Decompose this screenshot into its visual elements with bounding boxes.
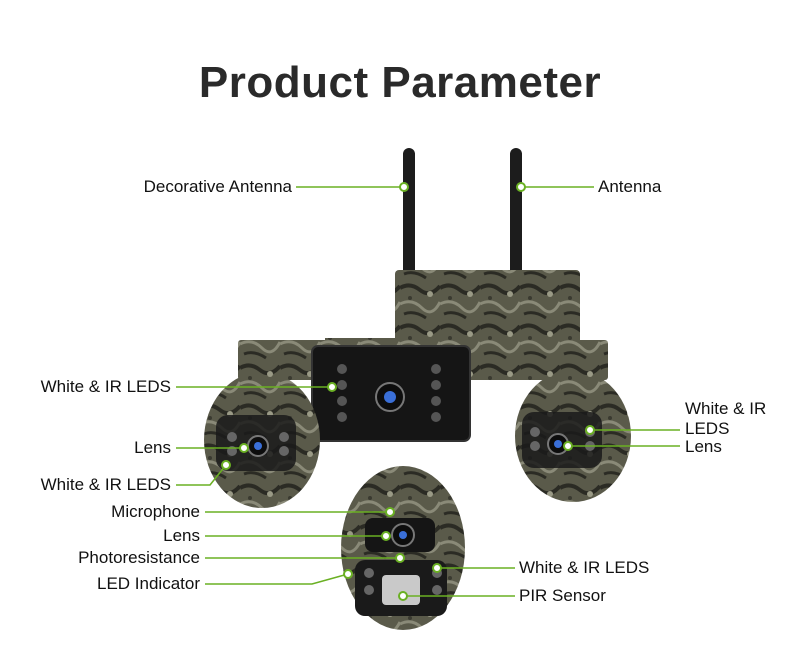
label-white-ir-leds-right-line2: LEDS bbox=[685, 419, 730, 438]
page-title: Product Parameter bbox=[198, 58, 602, 107]
label-microphone: Microphone bbox=[111, 502, 200, 521]
label-white-ir-leds-left-bottom: White & IR LEDS bbox=[40, 475, 171, 494]
right-camera-dome bbox=[515, 370, 631, 502]
label-photoresistance: Photoresistance bbox=[78, 548, 200, 567]
label-antenna: Antenna bbox=[598, 177, 662, 196]
bottom-camera-dome bbox=[341, 466, 465, 630]
label-lens-left: Lens bbox=[134, 438, 171, 457]
callout-lines bbox=[176, 186, 680, 597]
label-led-indicator: LED Indicator bbox=[97, 574, 200, 593]
label-lens-right: Lens bbox=[685, 437, 722, 456]
label-white-ir-leds-bottom: White & IR LEDS bbox=[519, 558, 650, 577]
label-decorative-antenna: Decorative Antenna bbox=[143, 177, 292, 196]
callout-dots bbox=[221, 182, 595, 601]
left-camera-dome bbox=[204, 372, 320, 508]
center-camera-panel bbox=[311, 345, 471, 442]
label-pir-sensor: PIR Sensor bbox=[519, 586, 606, 605]
label-white-ir-leds-right-line1: White & IR bbox=[685, 399, 767, 418]
label-white-ir-leds-left-top: White & IR LEDS bbox=[40, 377, 171, 396]
label-lens-bottom: Lens bbox=[163, 526, 200, 545]
